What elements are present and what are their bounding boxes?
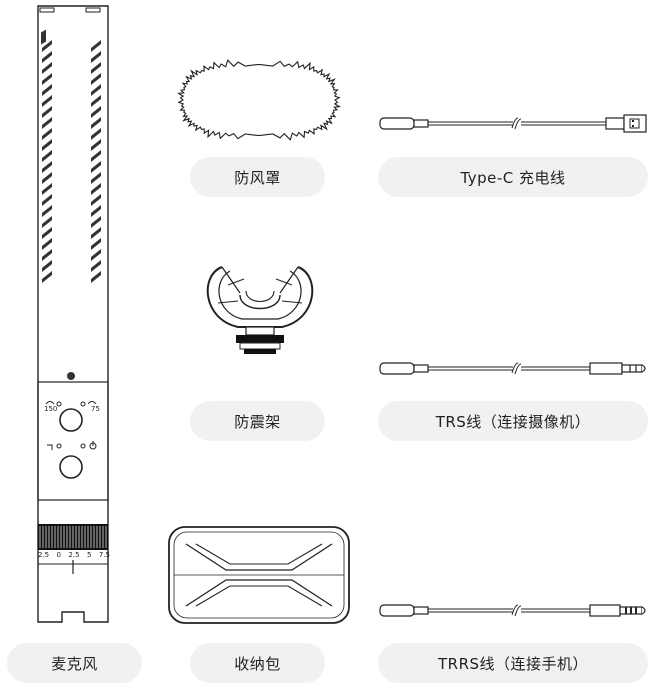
trrs-cable-illustration — [378, 598, 650, 622]
shock-mount-illustration — [200, 255, 320, 355]
windscreen-label: 防风罩 — [190, 157, 325, 197]
scale-tick: 7.5 — [98, 551, 110, 559]
mic-75-label: 75 — [91, 405, 100, 413]
trrs-cable-label: TRRS线（连接手机） — [378, 643, 648, 683]
case-illustration — [166, 524, 352, 626]
mic-150-label: 150 — [44, 405, 58, 413]
case-label: 收纳包 — [190, 643, 325, 683]
scale-tick: 2.5 — [38, 551, 50, 559]
microphone-label: 麦克风 — [7, 643, 142, 683]
mic-scale: 2.5 0 2.5 5 7.5 — [38, 551, 110, 559]
trs-cable-illustration — [378, 356, 650, 380]
windscreen-illustration — [175, 55, 343, 145]
typec-cable-illustration — [378, 110, 650, 136]
shock-mount-label: 防震架 — [190, 401, 325, 441]
scale-tick: 2.5 — [68, 551, 80, 559]
scale-tick: 0 — [56, 551, 62, 559]
scale-tick: 5 — [86, 551, 92, 559]
trs-cable-label: TRS线（连接摄像机） — [378, 401, 648, 441]
microphone-illustration — [28, 0, 118, 630]
typec-cable-label: Type-C 充电线 — [378, 157, 648, 197]
